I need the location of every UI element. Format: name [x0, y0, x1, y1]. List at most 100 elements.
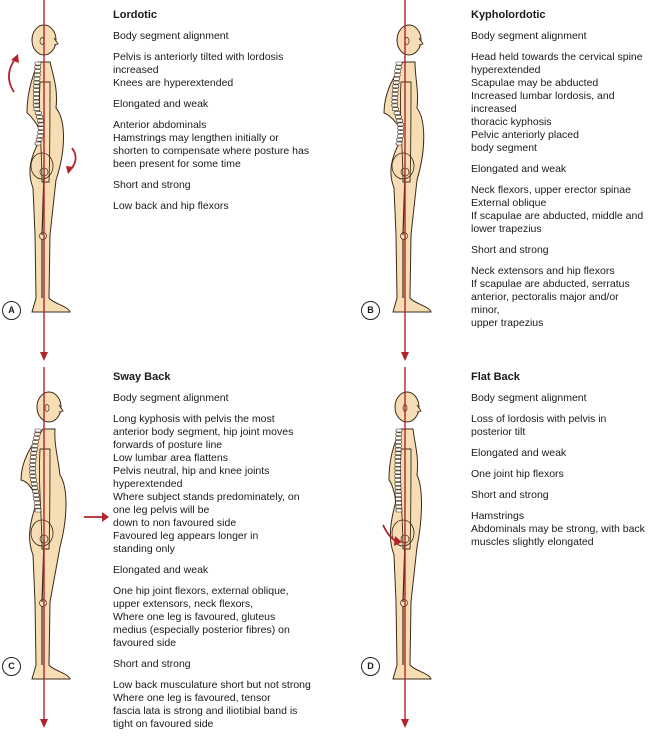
text-line: Where one leg is favoured, tensor — [113, 692, 271, 704]
text-line: Long kyphosis with pelvis the most — [113, 413, 275, 425]
text-section: One hip joint flexors, external oblique,… — [113, 585, 325, 650]
plumb-line-arrowhead-icon — [401, 352, 409, 361]
text-line: Body segment alignment — [113, 392, 229, 404]
text-line: body segment — [471, 142, 537, 154]
text-line: standing only — [113, 543, 175, 555]
text-line: Neck flexors, upper erector spinae — [471, 184, 631, 196]
text-section: Body segment alignment — [113, 392, 325, 405]
text-line: Knees are hyperextended — [113, 77, 234, 89]
text-line: favoured side — [113, 637, 177, 649]
panel-title: Kypholordotic — [471, 9, 546, 21]
text-line: hyperextended — [471, 64, 541, 76]
figure-sway-back-illustration — [20, 367, 109, 728]
text-line: fascia lata is strong and iliotibial ban… — [113, 705, 298, 717]
text-line: Increased lumbar lordosis, and increased — [471, 90, 615, 115]
text-section: Short and strong — [113, 658, 325, 671]
text-line: medius (especially posterior fibres) on — [113, 624, 290, 636]
plumb-line-arrowhead-icon — [401, 719, 409, 728]
text-line: forwards of posture line — [113, 439, 223, 451]
text-line: Body segment alignment — [471, 30, 587, 42]
text-section: Low back and hip flexors — [113, 200, 323, 213]
text-line: Elongated and weak — [113, 98, 209, 110]
text-line: Low back musculature short but not stron… — [113, 679, 311, 691]
text-line: posterior tilt — [471, 426, 526, 438]
text-line: Body segment alignment — [471, 392, 587, 404]
text-section: Pelvis is anteriorly tilted with lordosi… — [113, 51, 323, 90]
text-line: shorten to compensate where posture has — [113, 145, 310, 157]
panel-label: B — [361, 301, 380, 320]
text-line: Elongated and weak — [471, 163, 567, 175]
text-section: Short and strong — [113, 179, 323, 192]
text-line: Low lumbar area flattens — [113, 452, 228, 464]
human-figure-icon — [20, 367, 109, 728]
text-line: Head held towards the cervical spine — [471, 51, 643, 63]
text-line: Abdominals may be strong, with back — [471, 523, 645, 535]
text-line: down to non favoured side — [113, 517, 237, 529]
text-line: anterior, pectoralis major and/or minor, — [471, 291, 619, 316]
text-section: Body segment alignment — [471, 30, 649, 43]
human-figure-icon — [382, 367, 432, 728]
plumb-line-arrowhead-icon — [40, 719, 48, 728]
text-line: Pelvis is anteriorly tilted with lordosi… — [113, 51, 284, 63]
text-line: If scapulae are abducted, middle and — [471, 210, 644, 222]
text-section: Elongated and weak — [471, 447, 649, 460]
text-line: Favoured leg appears longer in — [113, 530, 259, 542]
figure-flat-back-illustration — [382, 367, 432, 728]
figure-kypholordotic-illustration — [383, 0, 432, 361]
text-line: Loss of lordosis with pelvis in — [471, 413, 607, 425]
plumb-line-arrowhead-icon — [40, 352, 48, 361]
text-line: One joint hip flexors — [471, 468, 564, 480]
text-line: Short and strong — [113, 658, 191, 670]
text-section: Short and strong — [471, 489, 649, 502]
text-section: Short and strong — [471, 244, 649, 257]
text-section: Body segment alignment — [471, 392, 649, 405]
text-line: been present for some time — [113, 158, 241, 170]
rotation-arrow-icon — [8, 57, 17, 93]
text-line: anterior body segment, hip joint moves — [113, 426, 294, 438]
text-line: Hamstrings may lengthen initially or — [113, 132, 279, 144]
text-line: one leg pelvis will be — [113, 504, 210, 516]
text-line: If scapulae are abducted, serratus — [471, 278, 630, 290]
panel-label: A — [2, 301, 21, 320]
text-line: External oblique — [471, 197, 547, 209]
text-line: lower trapezius — [471, 223, 542, 235]
text-line: increased — [113, 64, 159, 76]
text-line: muscles slightly elongated — [471, 536, 594, 548]
text-section: Elongated and weak — [471, 163, 649, 176]
text-line: Neck extensors and hip flexors — [471, 265, 615, 277]
text-line: upper extensors, neck flexors, — [113, 598, 254, 610]
text-line: tight on favoured side — [113, 718, 214, 730]
panel-label: D — [361, 657, 380, 676]
text-section: Body segment alignment — [113, 30, 323, 43]
panel-title: Sway Back — [113, 371, 171, 383]
text-section: Low back musculature short but not stron… — [113, 679, 325, 731]
text-line: Pelvic anteriorly placed — [471, 129, 579, 141]
human-figure-icon — [8, 0, 77, 361]
panel-title: Flat Back — [471, 371, 520, 383]
text-line: One hip joint flexors, external oblique, — [113, 585, 289, 597]
text-line: Body segment alignment — [113, 30, 229, 42]
text-line: Short and strong — [471, 489, 549, 501]
text-line: Hamstrings — [471, 510, 525, 522]
text-section: One joint hip flexors — [471, 468, 649, 481]
text-line: Anterior abdominals — [113, 119, 207, 131]
text-line: Scapulae may be abducted — [471, 77, 599, 89]
panel-title: Lordotic — [113, 9, 157, 21]
text-line: Pelvis neutral, hip and knee joints hype… — [113, 465, 270, 490]
text-section: Elongated and weak — [113, 564, 325, 577]
text-line: upper trapezius — [471, 317, 544, 329]
text-line: Where one leg is favoured, gluteus — [113, 611, 276, 623]
